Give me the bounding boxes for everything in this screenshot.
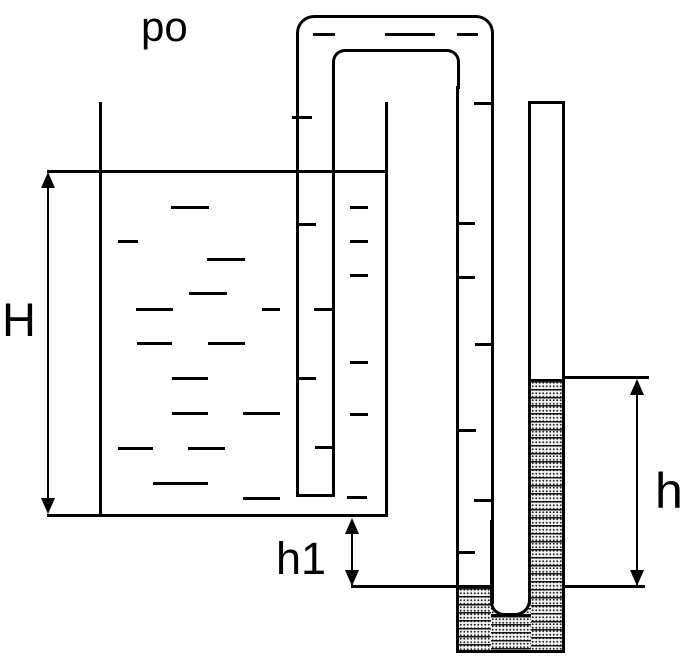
tank-left-wall [99, 102, 102, 516]
water-dash [474, 499, 493, 502]
water-dash [243, 497, 280, 500]
water-dash [137, 342, 172, 345]
water-surface-line [47, 170, 388, 173]
water-dash [153, 482, 208, 485]
water-dash [457, 33, 478, 36]
water-dash [297, 377, 316, 380]
water-dash [171, 206, 209, 209]
water-dash [350, 206, 368, 209]
water-dash [457, 551, 475, 554]
u-bend-chord-line [491, 614, 531, 617]
water-dash [313, 33, 335, 36]
water-dash [350, 240, 368, 243]
right-tube-top-cap [528, 101, 565, 104]
tank-right-wall [385, 102, 388, 516]
h1-dimension-line [351, 520, 353, 586]
siphon-left-leg-inner-wall [332, 86, 335, 497]
water-dash [172, 412, 208, 415]
water-dash [262, 308, 280, 311]
H-arrowhead-top [41, 172, 55, 188]
water-dash [457, 429, 476, 432]
u-bend-inner-wall [490, 520, 531, 616]
water-dash [136, 308, 173, 311]
h-leader-line-bottom [563, 585, 645, 588]
siphon-left-leg-bottom-cap [296, 494, 335, 497]
water-dash [457, 276, 475, 279]
water-dash [292, 116, 312, 119]
po-label: po [141, 3, 188, 50]
H-arrowhead-bottom [41, 498, 55, 514]
reservoir-bottom [456, 650, 565, 653]
water-dash [314, 308, 333, 311]
water-dash [297, 223, 316, 226]
water-dash [457, 222, 475, 225]
down-leg-right-wall [491, 70, 494, 604]
h1-label: h1 [276, 533, 327, 584]
water-dash [172, 377, 208, 380]
mercury-left-leg [459, 586, 491, 653]
h1-leader-line [351, 585, 493, 588]
water-dash [118, 240, 138, 243]
h-label: h [655, 463, 683, 519]
water-dash [350, 361, 368, 364]
water-dash [347, 496, 367, 499]
h1-arrowhead-bottom [345, 570, 359, 586]
water-dash [474, 102, 493, 105]
water-dash [350, 413, 368, 416]
h-leader-line-top [563, 376, 649, 379]
siphon-outer-bend [296, 15, 494, 73]
h-dimension-line [636, 381, 638, 587]
down-leg-left-wall [456, 86, 459, 653]
water-dash [188, 447, 225, 450]
water-dash [118, 447, 153, 450]
water-dash [475, 343, 493, 346]
mercury-column-right-tube [531, 379, 562, 653]
water-dash [315, 446, 333, 449]
right-tube-left-wall [528, 101, 531, 604]
water-dash [350, 274, 368, 277]
H-label: H [2, 293, 36, 346]
water-dash [189, 292, 227, 295]
water-dash [208, 342, 245, 345]
H-dimension-line [47, 175, 49, 511]
tank-bottom [47, 514, 388, 517]
water-dash [207, 258, 245, 261]
water-dash [385, 33, 435, 36]
h1-arrowhead-top [345, 518, 359, 534]
siphon-inner-bend [332, 49, 460, 89]
h-arrowhead-top [630, 379, 644, 395]
siphon-left-leg-outer-wall [296, 70, 299, 497]
h-arrowhead-bottom [630, 570, 644, 586]
water-dash [243, 412, 280, 415]
